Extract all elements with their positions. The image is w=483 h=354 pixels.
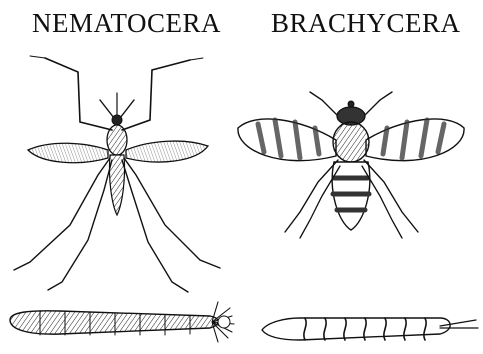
mosquito-illustration [14,56,220,292]
brachycera-larva-illustration [262,318,478,340]
fly-illustration [238,92,464,238]
nematocera-larva-illustration [10,302,234,342]
